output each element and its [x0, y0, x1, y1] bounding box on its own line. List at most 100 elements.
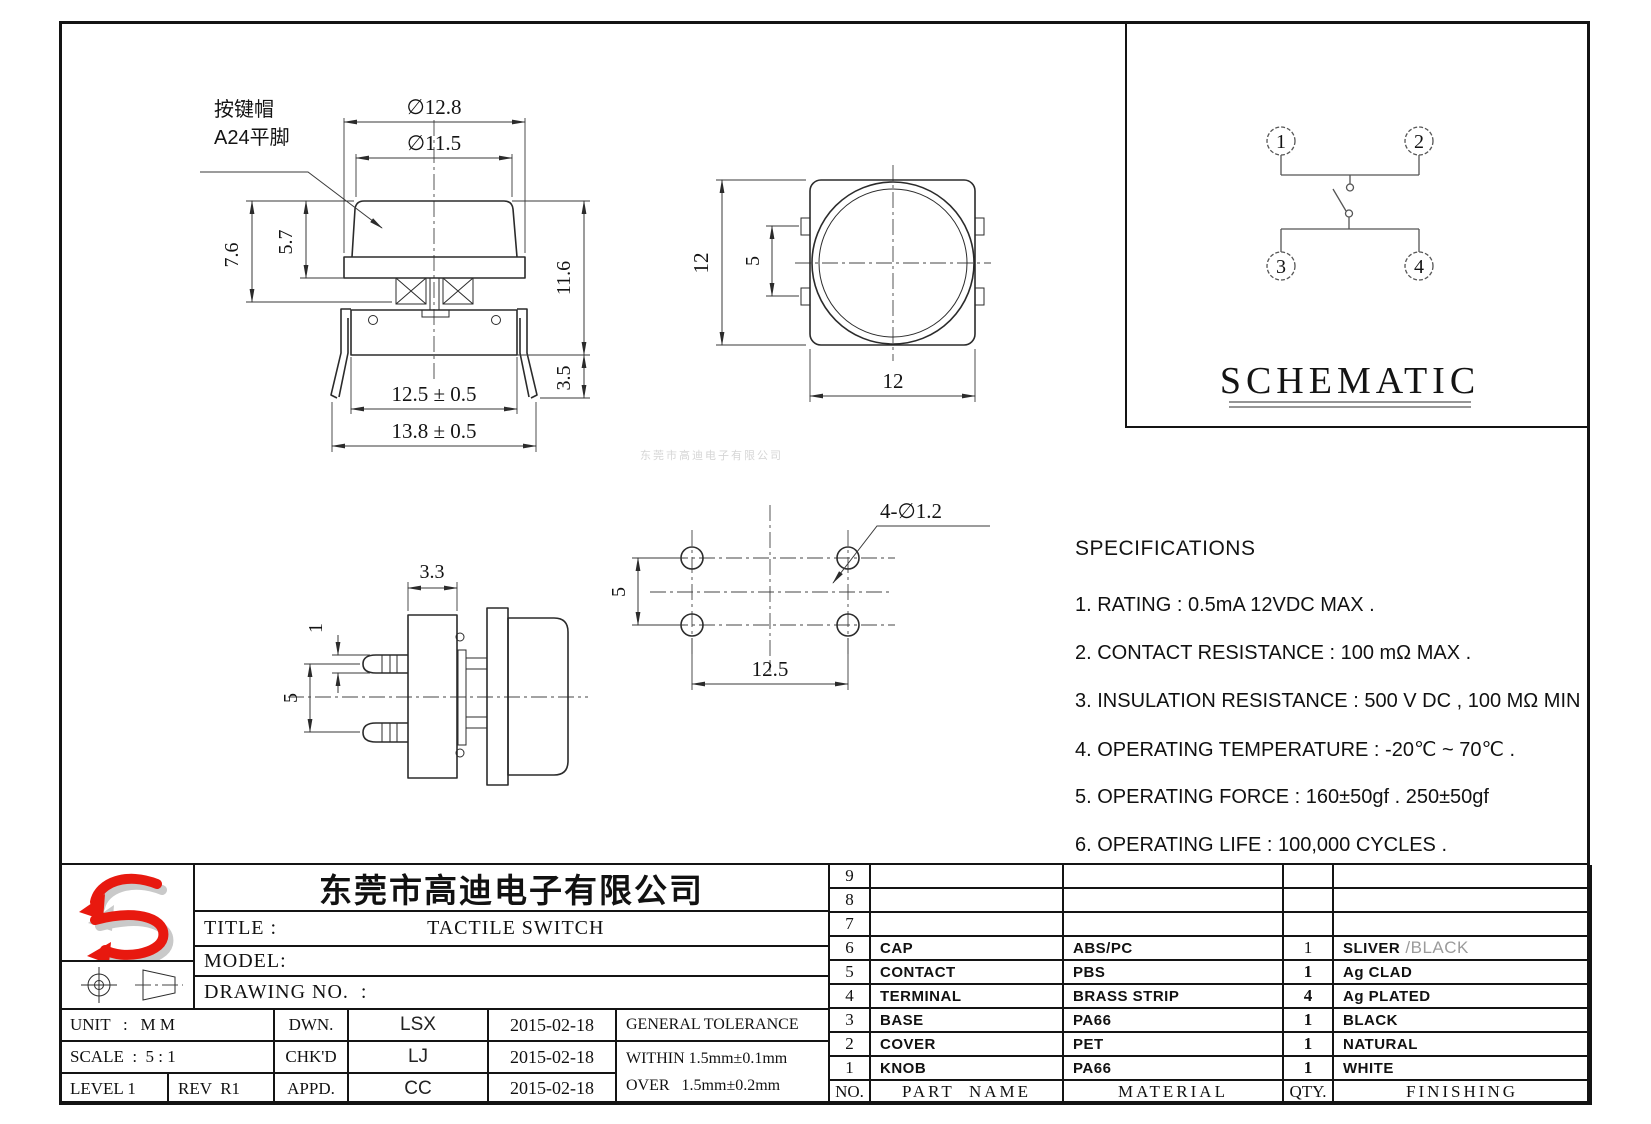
part-row-finishing: [1334, 913, 1592, 937]
part-row-qty: [1284, 865, 1334, 889]
spring-post-left: [395, 277, 427, 305]
part-row-qty: [1284, 889, 1334, 913]
spring-cross-left: [395, 277, 427, 305]
dim-bottom-12: 12: [883, 369, 904, 393]
centerlines: [645, 505, 895, 672]
cap-outline: [351, 200, 518, 258]
spec-item-operating-temperature: 4. OPERATING TEMPERATURE : -20℃ ~ 70℃ .: [1075, 738, 1516, 761]
pin-top-detail: [381, 655, 398, 673]
side-view-drawing: ∅12.8 ∅11.5 7.6 5.7 11.6 3.5 12.5 ± 0.5 …: [200, 95, 590, 452]
logo-arrowhead-top: [79, 893, 105, 920]
watermark-text: 东莞市高迪电子有限公司: [640, 450, 783, 462]
pin2-number: 2: [1414, 131, 1424, 153]
switch-blade: [1332, 188, 1347, 212]
title-value: TACTILE SWITCH: [427, 917, 605, 939]
part-row-material: PET: [1064, 1033, 1284, 1057]
projection-target-cross: [81, 967, 117, 1003]
contact-fixed: [1345, 183, 1355, 192]
pin-bottom-detail: [381, 723, 398, 742]
finishing-main: SLIVER: [1343, 939, 1401, 957]
dim-pitch-125: 12.5: [752, 657, 789, 681]
part-row-name: KNOB: [871, 1057, 1064, 1081]
title-row: TITLE : TACTILE SWITCH: [195, 912, 830, 947]
model-label: MODEL:: [195, 947, 830, 977]
spring-cross-right: [442, 277, 474, 305]
rev-cell: REV R1: [169, 1074, 275, 1105]
part-row-finishing: BLACK: [1334, 1009, 1592, 1033]
ext-5: [304, 663, 360, 733]
general-tolerance-body: WITHIN 1.5mm±0.1mm OVER 1.5mm±0.2mm: [617, 1042, 830, 1105]
projection-symbol-cell: [61, 962, 195, 1010]
appd-signature: CC: [349, 1074, 489, 1105]
tab-dot-bottom: [455, 748, 465, 758]
part-row-no: 2: [830, 1033, 871, 1057]
part-row-name: [871, 913, 1064, 937]
part-row-name: CONTACT: [871, 961, 1064, 985]
part-row-name: TERMINAL: [871, 985, 1064, 1009]
spec-item-rating: 1. RATING : 0.5mA 12VDC MAX .: [1075, 593, 1375, 616]
body-notch: [421, 310, 450, 318]
schematic-title: SCHEMATIC: [1220, 360, 1480, 402]
body-outline: [809, 179, 976, 346]
part-row-name: [871, 889, 1064, 913]
ext-125: [691, 638, 849, 690]
tolerance-within: WITHIN 1.5mm±0.1mm: [626, 1050, 788, 1068]
part-row-material: ABS/PC: [1064, 937, 1284, 961]
company-name: 东莞市高迪电子有限公司: [195, 865, 830, 912]
ext-57: [300, 200, 354, 279]
ext-12h: [809, 349, 976, 402]
company-logo: [79, 873, 174, 960]
part-row-name: COVER: [871, 1033, 1064, 1057]
chkd-label: CHK'D: [275, 1042, 349, 1074]
appd-label: APPD.: [275, 1074, 349, 1105]
logo-stroke-bottom: [90, 909, 169, 960]
ext-116: [512, 200, 590, 356]
schematic-drawing: 1 2 3 4 SCHEMATIC: [1220, 126, 1480, 408]
part-row-no: 4: [830, 985, 871, 1009]
contact-strip: [457, 649, 467, 746]
part-row-finishing: SLIVER /BLACK: [1334, 937, 1592, 961]
cap-callout-leader: [200, 171, 383, 229]
cap-callout-line1: 按键帽: [214, 98, 274, 121]
base-block: [407, 614, 458, 779]
parts-header-finishing: FINISHING: [1334, 1081, 1592, 1105]
part-row-qty: [1284, 913, 1334, 937]
dim-height-35: 3.5: [553, 366, 575, 391]
level-cell: LEVEL 1: [61, 1074, 169, 1105]
part-row-finishing: WHITE: [1334, 1057, 1592, 1081]
pcb-footprint-drawing: 5 12.5 4-∅1.2: [608, 499, 990, 690]
dim-height-76: 7.6: [221, 243, 243, 268]
title-block: 东莞市高迪电子有限公司 TITLE : TACTILE SWITCH MODEL…: [59, 863, 1592, 1105]
cap-side: [507, 617, 569, 776]
tolerance-over: OVER 1.5mm±0.2mm: [626, 1076, 781, 1094]
clip-left: [330, 308, 351, 399]
unit-cell: UNIT : M M: [61, 1010, 275, 1042]
part-row-no: 1: [830, 1057, 871, 1081]
ext-125: [350, 357, 518, 414]
part-row-material: PA66: [1064, 1057, 1284, 1081]
ext-76: [246, 200, 392, 303]
part-row-no: 9: [830, 865, 871, 889]
top-view-drawing: 12 5 12: [689, 165, 991, 402]
top-bus: [1280, 155, 1420, 184]
ext-d115: [355, 154, 513, 197]
dim-tab-pitch-5: 5: [742, 256, 764, 266]
chkd-signature: LJ: [349, 1042, 489, 1074]
cap-flange: [343, 256, 526, 279]
part-row-material: [1064, 865, 1284, 889]
part-row-material: BRASS STRIP: [1064, 985, 1284, 1009]
part-row-name: [871, 865, 1064, 889]
part-row-finishing: NATURAL: [1334, 1033, 1592, 1057]
ext-d128: [343, 118, 526, 253]
dim-height-116: 11.6: [553, 261, 575, 295]
dim-height-57: 5.7: [275, 230, 297, 255]
part-row-material: PA66: [1064, 1009, 1284, 1033]
dim-1: 1: [305, 623, 327, 633]
part-row-qty: 1: [1284, 1033, 1334, 1057]
dim-5: 5: [280, 693, 302, 703]
specifications-title: SPECIFICATIONS: [1075, 537, 1256, 560]
part-row-material: [1064, 889, 1284, 913]
flange-side: [486, 607, 509, 786]
hole-bottom-right: [836, 613, 860, 637]
